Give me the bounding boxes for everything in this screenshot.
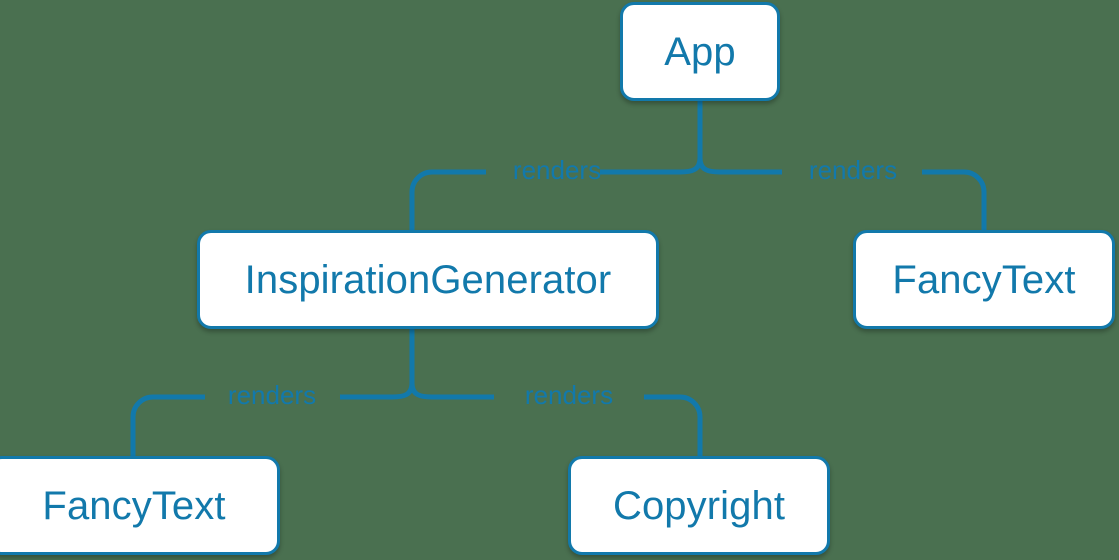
edge-junction-left-fillet: [679, 157, 703, 175]
edge-inspiration-to-fancytext-left-seg: [130, 394, 205, 456]
node-inspiration-generator[interactable]: InspirationGenerator: [197, 230, 659, 329]
node-fancytext-left[interactable]: FancyText: [0, 456, 280, 555]
edge-junction-right-fillet: [697, 157, 721, 175]
node-copyright-label: Copyright: [612, 483, 786, 528]
edge-app-to-inspiration-left-seg: [409, 169, 486, 230]
node-fancytext-left-label: FancyText: [42, 483, 226, 528]
edge-junction2-right-fillet: [409, 382, 433, 400]
node-app[interactable]: App: [620, 2, 780, 101]
edge-label-inspiration-to-copyright: renders: [524, 380, 614, 410]
edge-app-to-fancytext-right-seg: [922, 169, 987, 230]
node-fancytext-right[interactable]: FancyText: [853, 230, 1115, 329]
node-fancytext-right-label: FancyText: [892, 257, 1076, 302]
node-inspiration-generator-label: InspirationGenerator: [244, 257, 612, 302]
edge-junction2-left-fillet: [391, 382, 415, 400]
node-app-label: App: [664, 29, 736, 74]
edge-label-inspiration-to-fancytext: renders: [227, 380, 317, 410]
edge-label-app-to-inspiration: renders: [512, 155, 602, 185]
edge-inspiration-to-copyright-right-seg: [644, 394, 703, 456]
edge-label-app-to-fancytext: renders: [808, 155, 898, 185]
node-copyright[interactable]: Copyright: [568, 456, 830, 555]
